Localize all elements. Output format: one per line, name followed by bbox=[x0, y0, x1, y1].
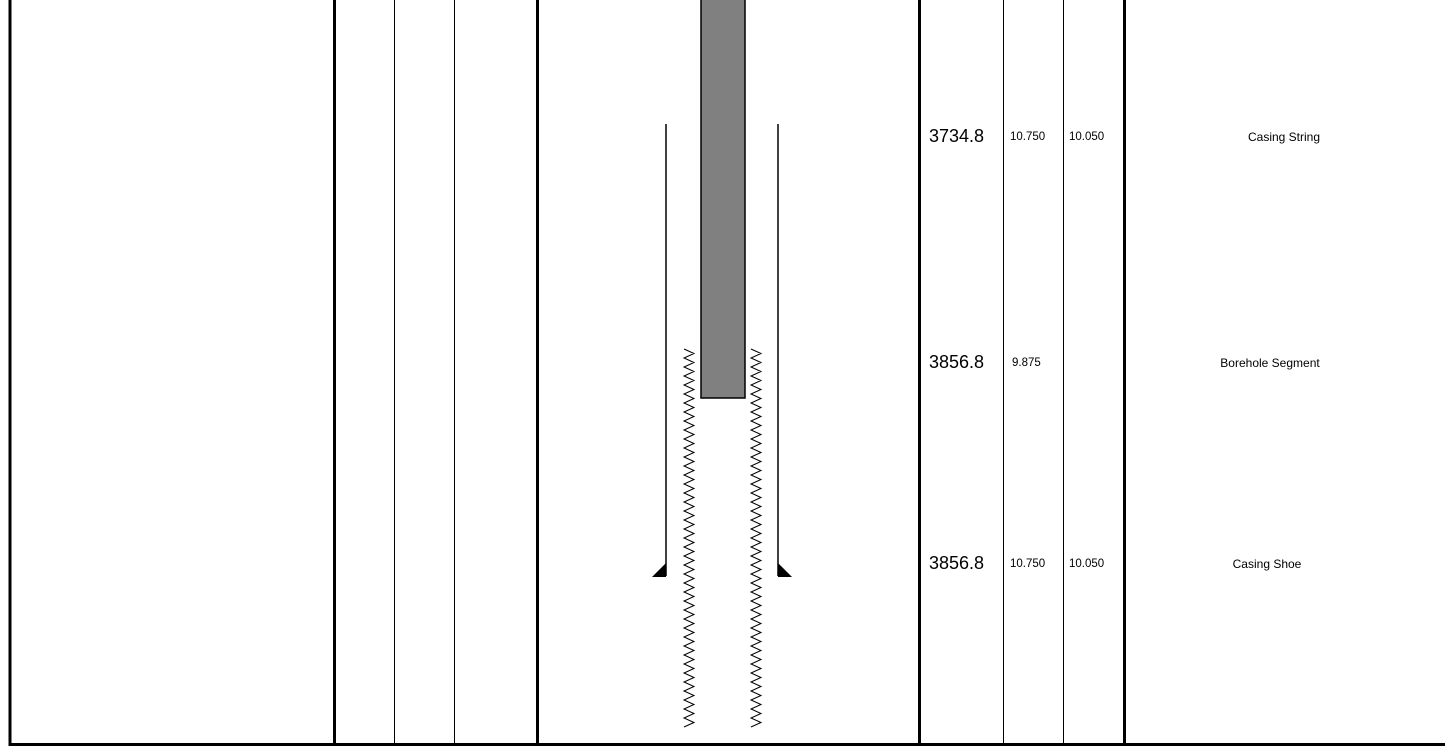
casing-shoe-icon-left bbox=[652, 563, 666, 577]
row-3-component: Casing Shoe bbox=[1232, 557, 1302, 571]
row-1-depth: 3734.8 bbox=[929, 126, 985, 146]
row-3-od: 10.750 bbox=[1010, 558, 1046, 570]
casing-shoe-icon-right bbox=[778, 563, 792, 577]
row-1-od: 10.750 bbox=[1010, 131, 1046, 143]
inner-tubing bbox=[700, 0, 746, 399]
row-1-id: 10.050 bbox=[1069, 131, 1105, 143]
row-3-depth: 3856.8 bbox=[929, 553, 985, 573]
row-2-depth: 3856.8 bbox=[929, 352, 985, 372]
outer-casing bbox=[665, 124, 779, 576]
table-grid bbox=[8, 0, 1445, 746]
row-1-component: Casing String bbox=[1247, 130, 1321, 144]
row-2-od: 9.875 bbox=[1012, 357, 1041, 369]
row-2-component: Borehole Segment bbox=[1220, 356, 1320, 370]
row-3-id: 10.050 bbox=[1069, 558, 1105, 570]
borehole-wall-left bbox=[682, 348, 696, 728]
borehole-wall-right bbox=[749, 348, 763, 728]
